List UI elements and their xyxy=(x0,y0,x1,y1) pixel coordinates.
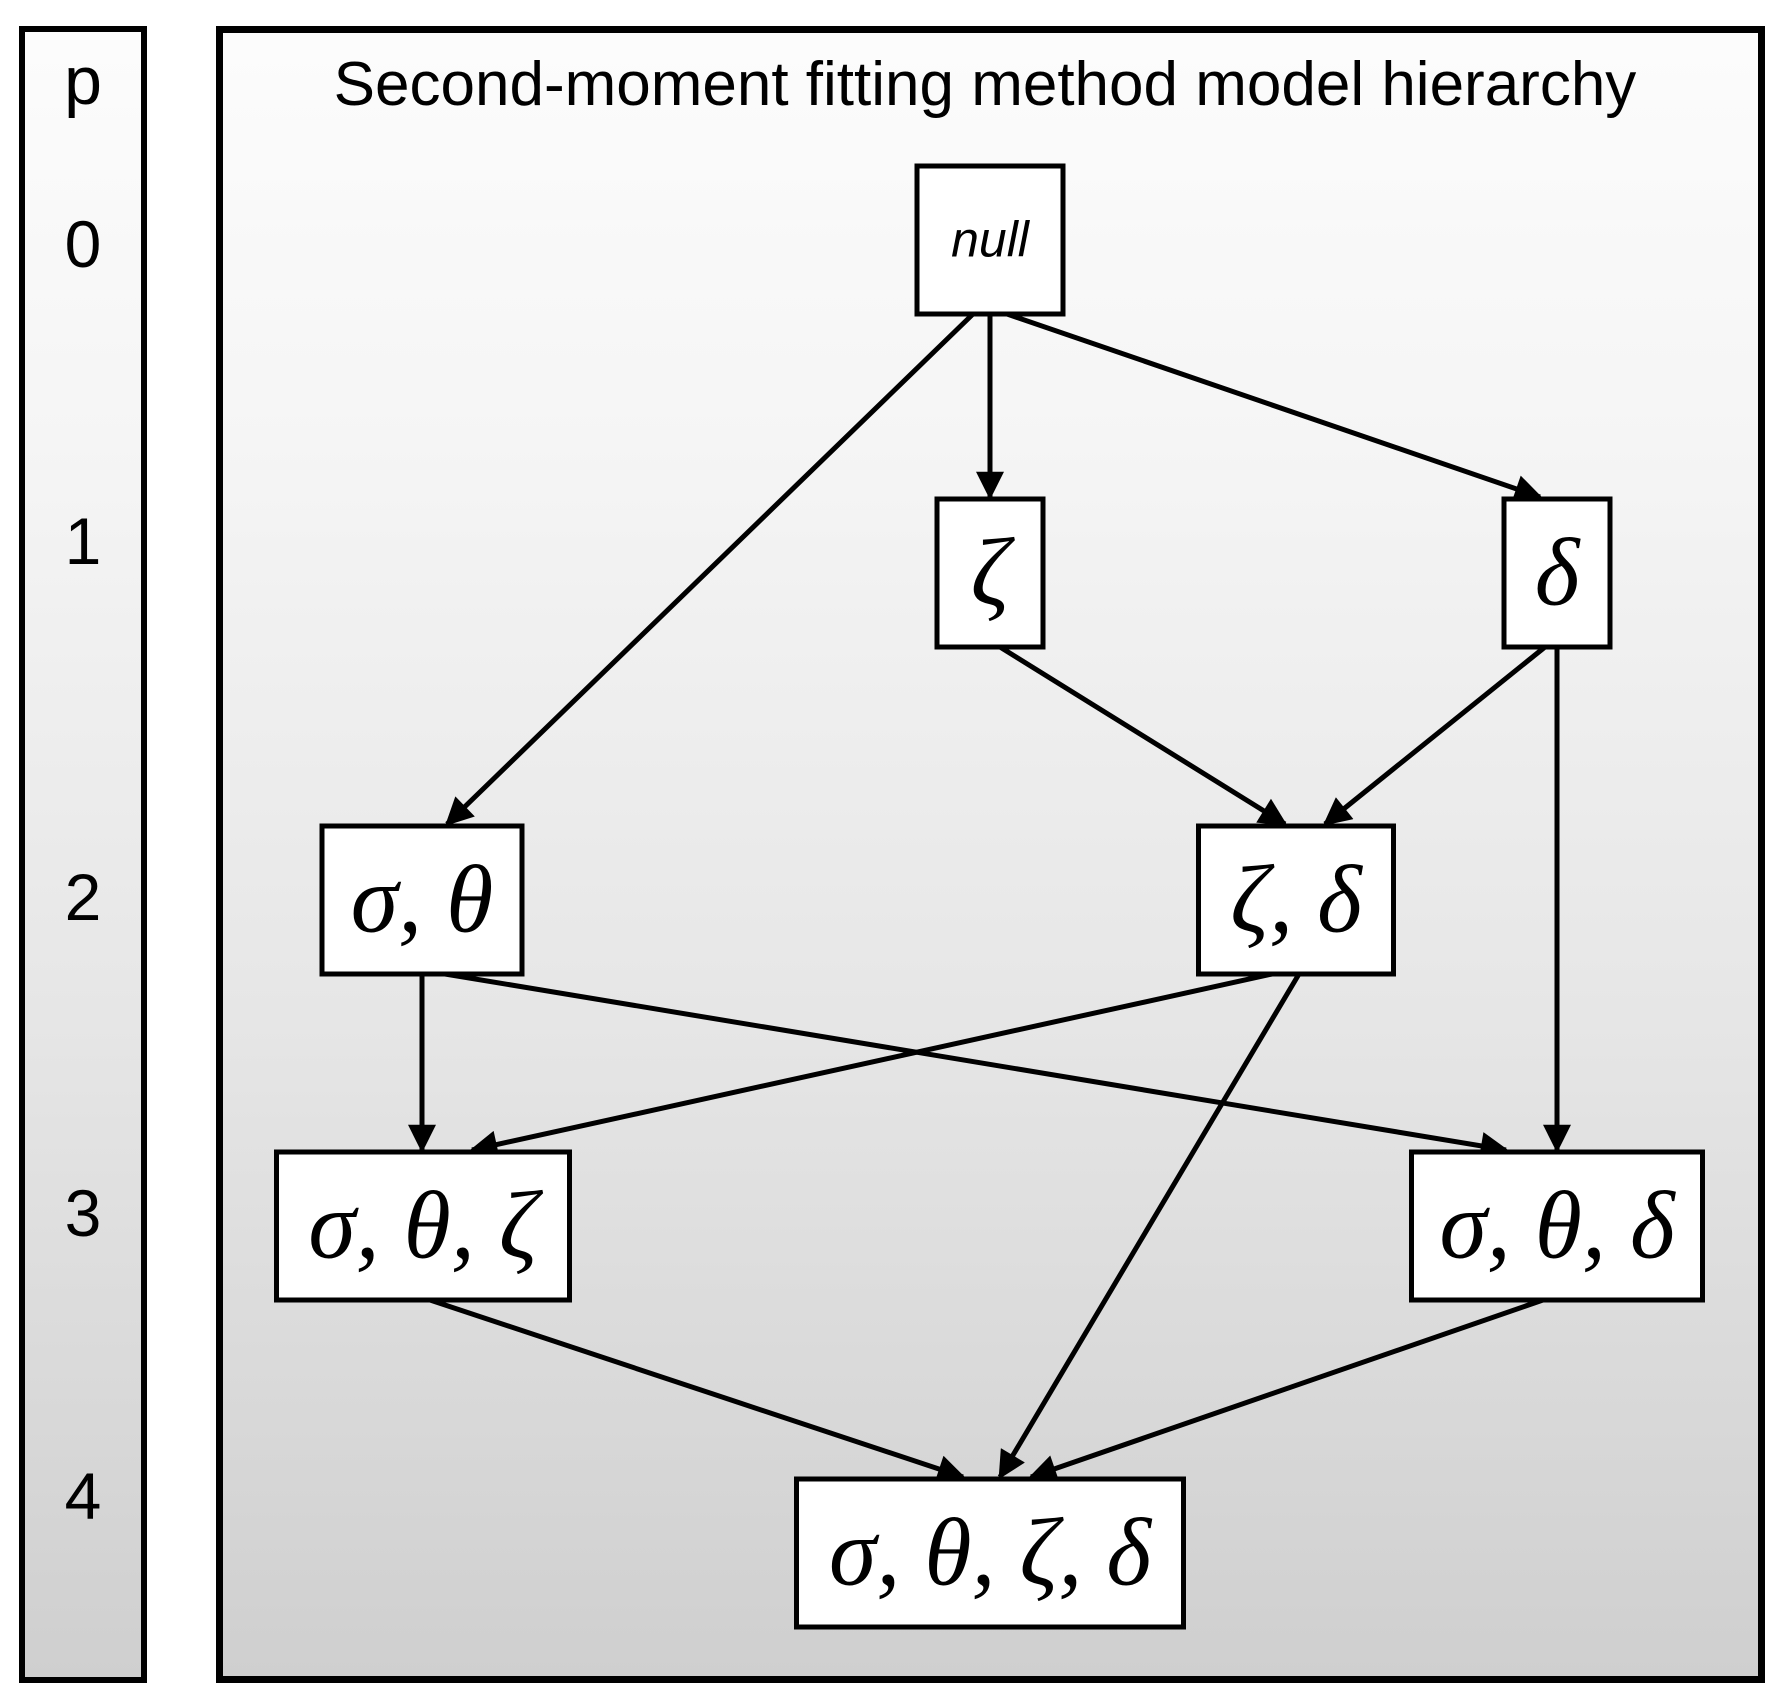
node-box-zeta xyxy=(934,496,1046,650)
p-axis-levels: 0 1 2 3 4 xyxy=(65,207,102,1533)
p-axis-label-0: 0 xyxy=(65,207,102,281)
p-axis-label-4: 4 xyxy=(65,1459,102,1533)
node-sigma-theta-delta: σ, θ, δ xyxy=(1409,1149,1705,1303)
node-label-zeta-delta: ζ, δ xyxy=(1230,846,1363,953)
p-axis-title: p xyxy=(64,43,102,119)
edge-sigma-theta-to-sigma-theta-delta xyxy=(444,971,1509,1160)
edge-sigma-theta-delta-to-sigma-theta-zeta-delta xyxy=(1028,1297,1544,1482)
edge-null-to-delta xyxy=(1006,311,1543,503)
node-sigma-theta-zeta: σ, θ, ζ xyxy=(274,1149,572,1303)
node-delta: δ xyxy=(1501,496,1613,650)
node-label-sigma-theta-zeta: σ, θ, ζ xyxy=(308,1172,544,1279)
node-zeta-delta: ζ, δ xyxy=(1196,823,1396,977)
node-label-sigma-theta: σ, θ xyxy=(351,846,494,953)
node-zeta: ζ xyxy=(934,496,1046,650)
edge-delta-to-zeta-delta xyxy=(1322,645,1547,826)
node-label-zeta: ζ xyxy=(971,519,1016,626)
p-axis-label-3: 3 xyxy=(65,1176,102,1250)
node-label-delta: δ xyxy=(1535,519,1581,626)
node-box-null xyxy=(914,163,1066,317)
edge-zeta-delta-to-sigma-theta-zeta-delta xyxy=(997,972,1302,1480)
node-box-sigma-theta-zeta-delta xyxy=(794,1476,1186,1630)
node-label-sigma-theta-delta: σ, θ, δ xyxy=(1439,1172,1676,1279)
edge-zeta-to-zeta-delta xyxy=(998,644,1288,827)
node-box-sigma-theta xyxy=(319,823,525,977)
node-box-sigma-theta-delta xyxy=(1409,1149,1705,1303)
edge-zeta-delta-to-sigma-theta-zeta xyxy=(469,971,1273,1159)
p-axis-label-1: 1 xyxy=(65,504,102,578)
graph-nodes: null ζ δ σ, θ ζ, δ σ, θ, ζ σ, θ, δ σ, θ, ζ, δ xyxy=(274,163,1705,1630)
p-axis-label-2: 2 xyxy=(65,860,102,934)
p-axis-panel xyxy=(19,26,147,1683)
node-box-sigma-theta-zeta xyxy=(274,1149,572,1303)
node-label-null: null xyxy=(951,212,1031,268)
node-sigma-theta: σ, θ xyxy=(319,823,525,977)
node-null: null xyxy=(914,163,1066,317)
node-box-zeta-delta xyxy=(1196,823,1396,977)
graph-edges xyxy=(408,311,1571,1483)
node-sigma-theta-zeta-delta: σ, θ, ζ, δ xyxy=(794,1476,1186,1630)
edge-sigma-theta-zeta-to-sigma-theta-zeta-delta xyxy=(429,1297,966,1483)
edge-null-to-sigma-theta xyxy=(444,312,975,826)
node-label-sigma-theta-zeta-delta: σ, θ, ζ, δ xyxy=(829,1499,1152,1606)
diagram-title: Second-moment fitting method model hiera… xyxy=(334,50,1637,119)
node-box-delta xyxy=(1501,496,1613,650)
